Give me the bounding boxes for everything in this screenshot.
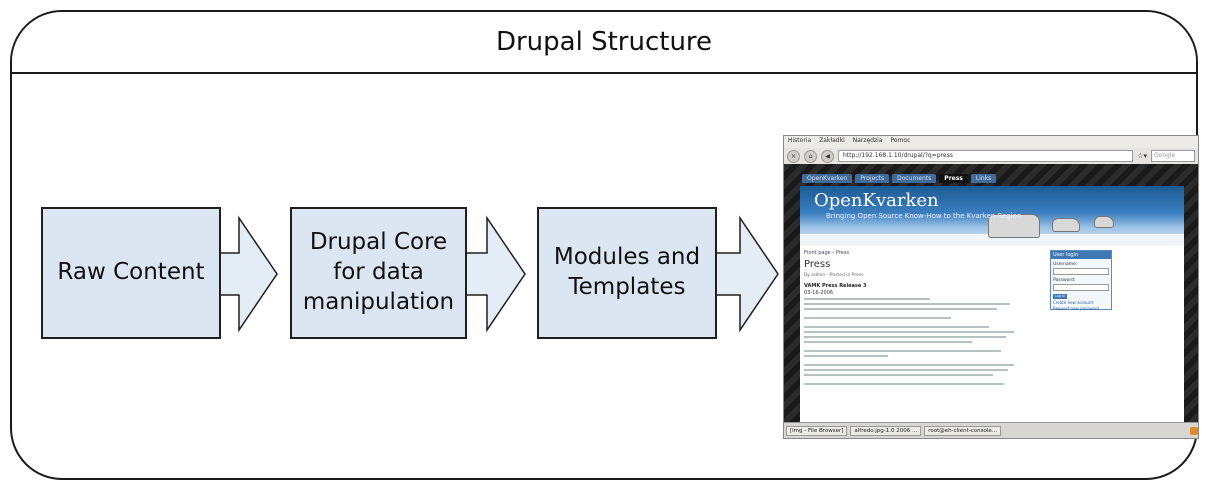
article-body bbox=[804, 298, 1014, 388]
home-icon[interactable]: ⌂ bbox=[804, 149, 817, 163]
site-tagline: Bringing Open Source Know-How to the Kva… bbox=[826, 212, 1022, 220]
flow-arrows bbox=[218, 215, 779, 333]
menu-item[interactable]: Zakładki bbox=[819, 137, 845, 144]
site-banner: OpenKvarken Bringing Open Source Know-Ho… bbox=[800, 186, 1184, 246]
car-icon bbox=[1052, 218, 1080, 232]
password-field[interactable] bbox=[1053, 284, 1109, 291]
password-label: Password: bbox=[1053, 278, 1076, 283]
diagram-title: Drupal Structure bbox=[12, 12, 1196, 74]
site-name[interactable]: OpenKvarken bbox=[814, 190, 939, 211]
byline: By admin - Posted in Press bbox=[804, 273, 864, 278]
login-heading: User login bbox=[1051, 251, 1111, 259]
bookmark-star-icon[interactable]: ☆▾ bbox=[1137, 152, 1147, 160]
arrow-3 bbox=[714, 215, 779, 333]
car-icon bbox=[1094, 216, 1114, 228]
flow-diagram: Raw Content Drupal Core for data manipul… bbox=[41, 135, 1199, 439]
step-raw-content: Raw Content bbox=[41, 207, 221, 339]
page-title: Press bbox=[804, 259, 831, 270]
taskbar-item[interactable]: root@eh-client-console... bbox=[924, 425, 1001, 436]
website-screenshot: Historia Zakładki Narzędzia Pomoc × ⌂ ◀ … bbox=[783, 135, 1199, 439]
menu-item[interactable]: Narzędzia bbox=[852, 137, 883, 144]
taskbar-item[interactable]: alfredo.jpg-1.0 2006 ... bbox=[850, 425, 922, 436]
url-bar[interactable]: http://192.168.1.10/drupal/?q=press bbox=[838, 150, 1134, 162]
request-password-link[interactable]: Request new password bbox=[1053, 306, 1100, 311]
create-account-link[interactable]: Create new account bbox=[1053, 300, 1094, 305]
arrow-1 bbox=[218, 215, 278, 333]
arrow-2 bbox=[464, 215, 526, 333]
search-box[interactable]: Google bbox=[1151, 150, 1195, 162]
nav-tab[interactable]: OpenKvarken bbox=[802, 174, 853, 183]
nav-tab-active[interactable]: Press bbox=[939, 174, 968, 183]
step-drupal-core: Drupal Core for data manipulation bbox=[290, 207, 467, 339]
back-icon[interactable]: ◀ bbox=[821, 149, 834, 163]
username-field[interactable] bbox=[1053, 268, 1109, 275]
login-block: User login Username: Password: Log in Cr… bbox=[1050, 250, 1112, 311]
close-icon[interactable]: × bbox=[787, 149, 800, 163]
step-label: Raw Content bbox=[57, 259, 205, 286]
step-modules-templates: Modules and Templates bbox=[537, 207, 717, 339]
release-date: 03-16-2006 bbox=[804, 290, 834, 296]
nav-tab[interactable]: Links bbox=[970, 174, 997, 183]
nav-tab[interactable]: Projects bbox=[855, 174, 890, 183]
release-title: VAMK Press Release 3 bbox=[804, 283, 867, 289]
step-label: Modules and Templates bbox=[553, 244, 701, 300]
os-taskbar: [img - File Browser] alfredo.jpg-1.0 200… bbox=[784, 422, 1198, 438]
breadcrumb[interactable]: Front page › Press bbox=[804, 250, 850, 256]
menu-item[interactable]: Historia bbox=[788, 137, 812, 144]
browser-toolbar: × ⌂ ◀ http://192.168.1.10/drupal/?q=pres… bbox=[784, 148, 1198, 165]
site-content: Front page › Press Press By admin - Post… bbox=[800, 246, 1184, 424]
website: OpenKvarken Projects Documents Press Lin… bbox=[784, 164, 1198, 424]
tray-icon[interactable] bbox=[1190, 426, 1198, 435]
snow-road bbox=[800, 234, 1184, 246]
nav-tab[interactable]: Documents bbox=[892, 174, 937, 183]
taskbar-item[interactable]: [img - File Browser] bbox=[786, 425, 848, 436]
site-nav: OpenKvarken Projects Documents Press Lin… bbox=[802, 174, 997, 183]
browser-menubar: Historia Zakładki Narzędzia Pomoc bbox=[784, 136, 1198, 148]
menu-item[interactable]: Pomoc bbox=[890, 137, 911, 144]
car-icon bbox=[988, 214, 1040, 238]
step-label: Drupal Core for data manipulation bbox=[302, 229, 455, 315]
login-button[interactable]: Log in bbox=[1053, 294, 1067, 299]
username-label: Username: bbox=[1053, 262, 1078, 267]
